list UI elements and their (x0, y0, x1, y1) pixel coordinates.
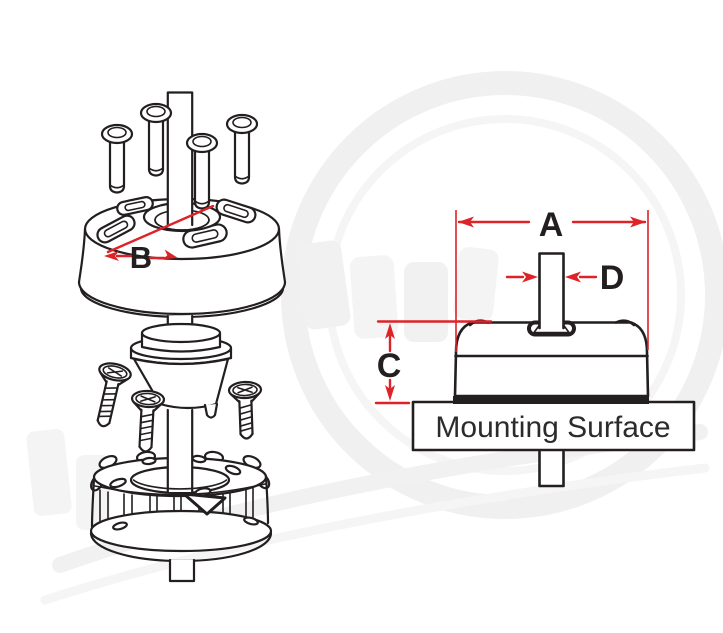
exploded-view: B (77, 91, 287, 583)
dimension-d-label: D (600, 259, 625, 297)
dimension-a: A (455, 206, 649, 352)
cap-slot-right (215, 198, 257, 224)
dimension-c: C (374, 320, 493, 405)
mounting-surface (411, 400, 696, 452)
knob-flange (89, 509, 273, 553)
center-post-stub (168, 558, 196, 583)
wood-screw-2 (130, 389, 166, 453)
side-view: A D C Mounting Surface (374, 206, 696, 488)
center-post-lower (132, 408, 228, 494)
mounting-surface-box (411, 400, 696, 452)
stud-below-surface (538, 447, 565, 488)
cap-slot-left (96, 214, 136, 244)
base-knob-body (89, 474, 273, 563)
wood-screw-1 (96, 362, 132, 428)
mounting-surface-label: Mounting Surface (435, 411, 670, 444)
dimension-a-label: A (539, 206, 564, 244)
wood-screw-3 (227, 380, 263, 440)
mount-profile (453, 319, 650, 404)
dimension-d: D (505, 259, 625, 297)
dimension-b: B (104, 204, 215, 275)
dimension-c-label: C (377, 347, 402, 385)
button-screw-4 (225, 113, 259, 185)
button-screw-2 (139, 102, 173, 177)
button-screw-1 (100, 123, 134, 194)
knob-pointer (182, 492, 227, 516)
stud (533, 252, 570, 334)
center-post-upper (143, 91, 221, 232)
cap-slot-back-left (116, 196, 154, 216)
button-screw-3 (185, 132, 219, 210)
isolator-nub (203, 402, 219, 419)
dimension-b-label: B (130, 240, 152, 275)
mount-base-edge (453, 396, 649, 404)
